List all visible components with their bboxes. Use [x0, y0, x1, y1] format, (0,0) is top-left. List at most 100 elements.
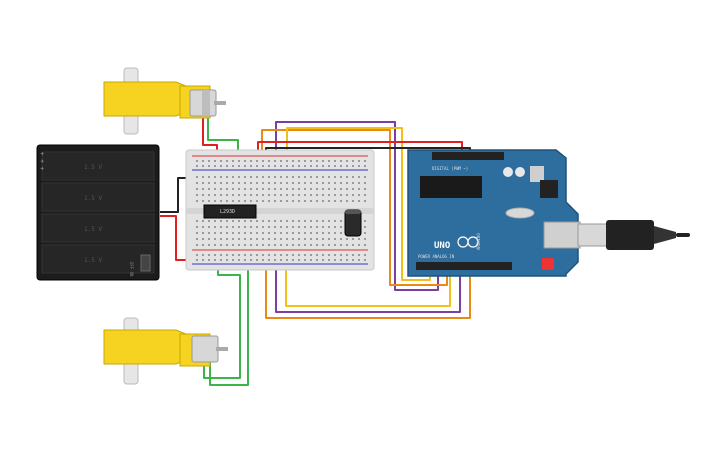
breadboard-hole — [274, 254, 276, 256]
breadboard-hole — [250, 220, 252, 222]
breadboard-hole — [274, 182, 276, 184]
breadboard-hole — [226, 220, 228, 222]
breadboard-hole — [280, 232, 282, 234]
breadboard-hole — [226, 160, 228, 162]
breadboard-hole — [274, 232, 276, 234]
breadboard-hole — [214, 244, 216, 246]
breadboard-hole — [280, 200, 282, 202]
wire-yellow-bottom — [285, 260, 451, 307]
l293d-chip[interactable] — [203, 204, 257, 219]
breadboard-hole — [322, 188, 324, 190]
breadboard-hole — [256, 220, 258, 222]
breadboard-hole — [358, 182, 360, 184]
breadboard-hole — [286, 226, 288, 228]
breadboard-hole — [244, 188, 246, 190]
arduino-uno[interactable]: DIGITAL (PWM ~) POWER ANALOG IN UNO ARDU… — [407, 149, 581, 277]
breadboard-hole — [340, 188, 342, 190]
breadboard-hole — [238, 176, 240, 178]
breadboard-hole — [310, 165, 312, 167]
breadboard-hole — [250, 165, 252, 167]
breadboard-hole — [280, 220, 282, 222]
breadboard-hole — [196, 200, 198, 202]
breadboard-hole — [286, 232, 288, 234]
wire-orange-bottom — [265, 260, 471, 319]
breadboard-hole — [256, 200, 258, 202]
breadboard-hole — [322, 254, 324, 256]
breadboard-hole — [232, 220, 234, 222]
breadboard-hole — [232, 232, 234, 234]
motor-bottom[interactable] — [103, 317, 228, 385]
breadboard-hole — [232, 160, 234, 162]
breadboard-hole — [268, 254, 270, 256]
breadboard-hole — [352, 259, 354, 261]
breadboard-hole — [226, 188, 228, 190]
breadboard-hole — [310, 176, 312, 178]
breadboard-hole — [274, 188, 276, 190]
breadboard-hole — [280, 194, 282, 196]
breadboard-hole — [298, 259, 300, 261]
breadboard-hole — [262, 176, 264, 178]
breadboard-hole — [358, 194, 360, 196]
arduino-logo-icon — [457, 236, 479, 248]
breadboard-hole — [322, 182, 324, 184]
breadboard-hole — [334, 165, 336, 167]
battery-switch — [140, 254, 151, 272]
breadboard-hole — [328, 160, 330, 162]
breadboard-hole — [346, 238, 348, 240]
breadboard-hole — [250, 176, 252, 178]
breadboard-hole — [352, 200, 354, 202]
breadboard-hole — [334, 220, 336, 222]
breadboard-hole — [286, 176, 288, 178]
breadboard-hole — [214, 194, 216, 196]
battery-pack[interactable]: 1.5 V 1.5 V 1.5 V 1.5 V OFF ON + + + — [36, 144, 160, 281]
breadboard[interactable]: L293D — [185, 149, 375, 271]
breadboard-hole — [322, 200, 324, 202]
breadboard-hole — [340, 176, 342, 178]
breadboard-hole — [232, 238, 234, 240]
breadboard-hole — [268, 176, 270, 178]
breadboard-hole — [274, 200, 276, 202]
breadboard-hole — [286, 200, 288, 202]
breadboard-hole — [364, 176, 366, 178]
breadboard-hole — [274, 226, 276, 228]
breadboard-hole — [328, 254, 330, 256]
breadboard-hole — [340, 220, 342, 222]
breadboard-hole — [310, 160, 312, 162]
breadboard-hole — [286, 254, 288, 256]
breadboard-hole — [274, 238, 276, 240]
breadboard-hole — [196, 188, 198, 190]
breadboard-hole — [292, 220, 294, 222]
breadboard-hole — [346, 194, 348, 196]
breadboard-hole — [244, 160, 246, 162]
breadboard-hole — [208, 165, 210, 167]
breadboard-hole — [262, 232, 264, 234]
breadboard-hole — [244, 254, 246, 256]
breadboard-hole — [268, 226, 270, 228]
motor-shaft — [216, 347, 228, 351]
breadboard-hole — [286, 194, 288, 196]
breadboard-hole — [364, 160, 366, 162]
breadboard-hole — [352, 160, 354, 162]
breadboard-hole — [316, 182, 318, 184]
breadboard-hole — [220, 238, 222, 240]
breadboard-hole — [358, 165, 360, 167]
breadboard-hole — [256, 238, 258, 240]
breadboard-hole — [208, 200, 210, 202]
breadboard-hole — [316, 200, 318, 202]
breadboard-hole — [238, 160, 240, 162]
breadboard-hole — [322, 220, 324, 222]
breadboard-hole — [262, 160, 264, 162]
breadboard-hole — [244, 194, 246, 196]
breadboard-hole — [214, 220, 216, 222]
motor-top[interactable] — [103, 67, 226, 135]
breadboard-hole — [196, 160, 198, 162]
breadboard-hole — [352, 176, 354, 178]
breadboard-hole — [274, 194, 276, 196]
breadboard-hole — [346, 200, 348, 202]
breadboard-hole — [328, 238, 330, 240]
usb-cable[interactable] — [577, 220, 690, 250]
breadboard-hole — [226, 254, 228, 256]
breadboard-hole — [196, 232, 198, 234]
breadboard-hole — [196, 220, 198, 222]
breadboard-hole — [310, 259, 312, 261]
